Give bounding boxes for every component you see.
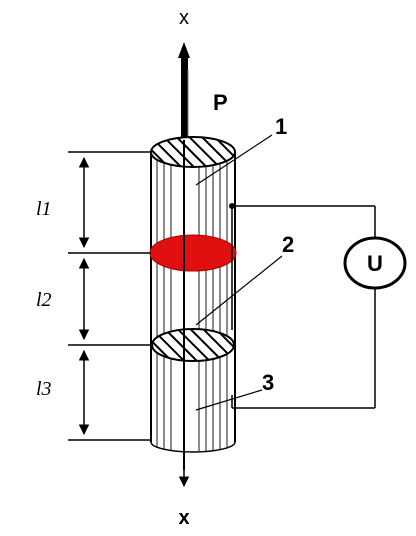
voltage-label: U — [367, 251, 383, 276]
force-label: P — [213, 90, 228, 115]
middle-section — [151, 328, 235, 362]
length-3-label: l3 — [36, 378, 52, 400]
length-1-label: l1 — [36, 198, 52, 220]
top-section-1 — [150, 136, 236, 168]
cylinder-body — [150, 152, 236, 453]
voltmeter-icon — [343, 236, 407, 290]
part-1-label: 1 — [275, 114, 287, 139]
heated-section — [149, 234, 237, 272]
axis-top-arrow-icon — [178, 42, 190, 58]
contact-dot — [229, 203, 235, 209]
axis-top-label: x — [179, 7, 189, 29]
leader-lines — [195, 134, 283, 411]
cylinder-shading-lines — [156, 158, 228, 451]
dimension-lines — [68, 151, 151, 441]
part-2-label: 2 — [282, 232, 294, 257]
voltage-circuit — [231, 205, 407, 409]
length-2-label: l2 — [36, 289, 52, 311]
axis-bottom-label: x — [178, 507, 189, 529]
part-3-label: 3 — [262, 370, 274, 395]
